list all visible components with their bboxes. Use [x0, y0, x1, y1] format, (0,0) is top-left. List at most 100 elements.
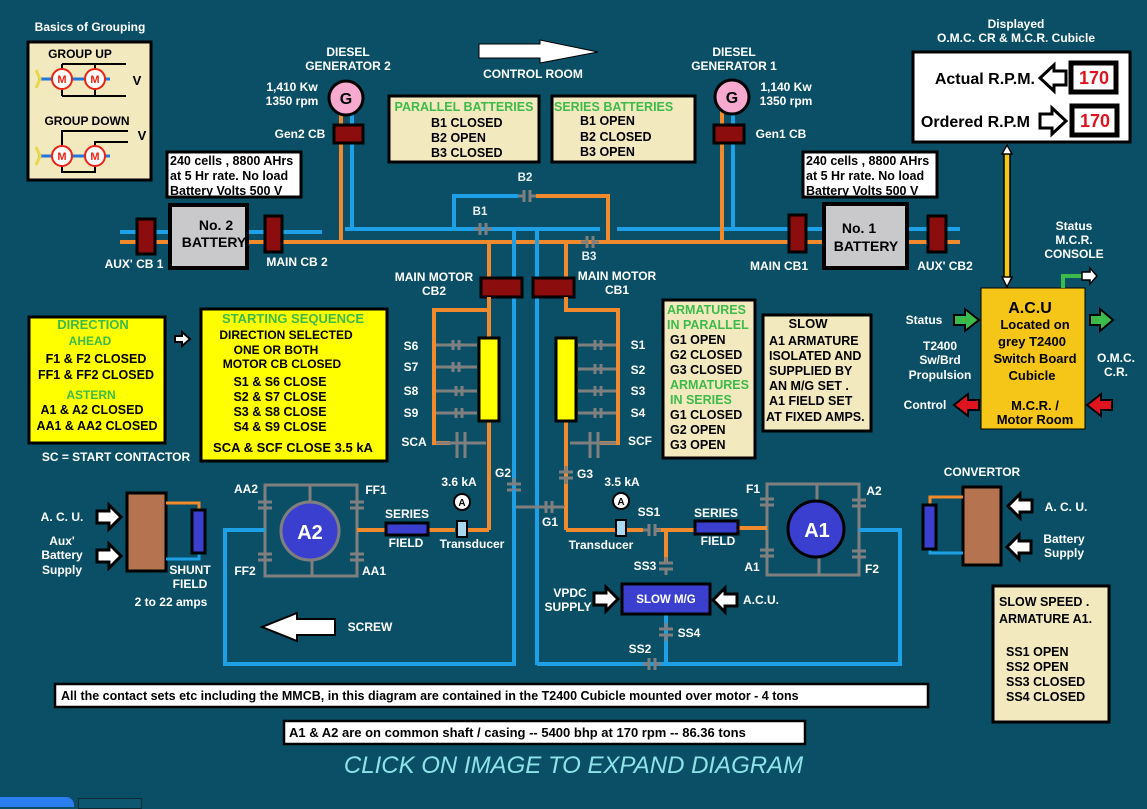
motor-a1[interactable]: A1 — [786, 499, 846, 559]
starting-resistor-left — [477, 336, 501, 423]
svg-text:Battery: Battery — [41, 548, 83, 562]
series-field-a2 — [384, 521, 430, 537]
expand-diagram-link[interactable]: CLICK ON IMAGE TO EXPAND DIAGRAM — [343, 752, 804, 779]
contact-s2[interactable]: S2 — [631, 363, 646, 377]
svg-text:GENERATOR 2: GENERATOR 2 — [305, 59, 391, 73]
contact-s6[interactable]: S6 — [404, 339, 419, 353]
svg-text:FF1 & FF2 CLOSED: FF1 & FF2 CLOSED — [38, 368, 154, 382]
contact-ss1[interactable] — [641, 522, 663, 538]
b2-label: B2 — [518, 172, 533, 184]
main-motor-cb2[interactable] — [479, 276, 524, 299]
svg-text:SLOW M/G: SLOW M/G — [636, 594, 695, 606]
svg-text:SS1 OPEN: SS1 OPEN — [1006, 645, 1069, 659]
contact-s1[interactable]: S1 — [631, 338, 646, 352]
g2-label: G2 — [495, 466, 511, 480]
gen2-circuit-breaker[interactable] — [332, 123, 365, 145]
ammeter-icon — [612, 492, 630, 510]
svg-text:DIRECTION: DIRECTION — [57, 317, 129, 332]
battery-2[interactable]: No. 2 BATTERY — [168, 203, 249, 270]
starting-sequence-box: STARTING SEQUENCE DIRECTION SELECTED ONE… — [199, 307, 389, 463]
screw-direction-arrow-icon — [259, 611, 336, 643]
svg-text:G3 CLOSED: G3 CLOSED — [670, 363, 742, 377]
slow-mg-set[interactable]: SLOW M/G — [620, 582, 712, 616]
battery-1[interactable]: No. 1 BATTERY — [822, 202, 909, 270]
arrow-left-icon — [1037, 61, 1068, 95]
slow-box: SLOW A1 ARMATURE ISOLATED AND SUPPLIED B… — [761, 313, 873, 433]
battery-2-spec: 240 cells , 8800 AHrs at 5 Hr rate. No l… — [165, 150, 303, 199]
bottom-tab-active[interactable] — [0, 797, 74, 807]
control-room-arrow-icon — [478, 39, 599, 64]
omc-cr-label: O.M.C. — [1097, 351, 1135, 365]
diesel-generator-1[interactable]: DIESEL GENERATOR 1 1,140 Kw 1350 rpm G — [691, 45, 812, 116]
svg-text:No. 2: No. 2 — [199, 217, 233, 233]
svg-text:ONE OR BOTH: ONE OR BOTH — [234, 343, 319, 357]
arrow-left-icon — [711, 586, 739, 614]
svg-text:IN SERIES: IN SERIES — [670, 393, 732, 407]
svg-text:M.C.R.: M.C.R. — [1055, 233, 1092, 247]
svg-text:G2 OPEN: G2 OPEN — [670, 423, 726, 437]
main-cb-2-label: MAIN CB 2 — [266, 255, 328, 269]
aux-cb-1[interactable] — [135, 217, 157, 256]
contact-ss3[interactable] — [657, 555, 675, 577]
main-motor-cb1[interactable] — [531, 276, 576, 299]
bus-contact-b2[interactable] — [516, 188, 538, 204]
a1-label: A1 — [744, 560, 760, 574]
starting-bank-left — [432, 297, 501, 530]
svg-text:at 5 Hr rate. No load: at 5 Hr rate. No load — [806, 169, 924, 183]
svg-text:A1 & A2 are on common shaft /: A1 & A2 are on common shaft / casing -- … — [289, 725, 746, 740]
svg-text:B1 OPEN: B1 OPEN — [580, 114, 635, 128]
svg-text:AN M/G SET .: AN M/G SET . — [769, 379, 849, 393]
convertor — [921, 485, 1003, 567]
svg-text:A1 ARMATURE: A1 ARMATURE — [769, 334, 859, 348]
svg-text:G: G — [340, 91, 352, 108]
ordered-rpm-label: Ordered R.P.M — [921, 114, 1030, 131]
control-in-arrow-icon — [1085, 391, 1113, 419]
contact-s8[interactable]: S8 — [404, 384, 419, 398]
contact-s7[interactable]: S7 — [404, 360, 419, 374]
aux-cb-1-label: AUX' CB 1 — [105, 257, 164, 271]
acu-box[interactable]: A.C.U Located on grey T2400 Switch Board… — [980, 287, 1086, 430]
arrow-left-icon — [1005, 533, 1033, 561]
svg-text:240 cells , 8800 AHrs: 240 cells , 8800 AHrs — [806, 154, 929, 168]
contact-s9[interactable]: S9 — [404, 406, 419, 420]
svg-text:SUPPLIED BY: SUPPLIED BY — [769, 364, 853, 378]
svg-text:Battery Volts 500 V: Battery Volts 500 V — [170, 184, 283, 198]
shunt-field-coil — [190, 508, 207, 555]
motor-icon — [51, 145, 73, 167]
svg-text:Battery: Battery — [1043, 532, 1085, 546]
generator-icon — [327, 79, 365, 117]
propeller-icon — [34, 146, 42, 166]
main-cb-2[interactable] — [263, 214, 284, 254]
acu-control-label: Control — [904, 398, 947, 412]
shunt-field-exciter — [125, 491, 207, 573]
svg-text:ARMATURES: ARMATURES — [670, 378, 749, 392]
parallel-batteries-box: PARALLEL BATTERIES B1 CLOSED B2 OPEN B3 … — [387, 94, 541, 164]
arrow-right-icon — [1038, 104, 1069, 138]
svg-text:S2 & S7 CLOSE: S2 & S7 CLOSE — [233, 390, 326, 404]
grouping-title: Basics of Grouping — [35, 20, 146, 34]
aa2-label: AA2 — [234, 482, 258, 496]
contact-sca[interactable]: SCA — [401, 435, 427, 449]
gen1-circuit-breaker[interactable] — [712, 123, 746, 145]
bottom-tab[interactable] — [78, 798, 142, 809]
generator-icon — [713, 78, 751, 116]
motor-a2-circuit — [223, 483, 516, 666]
main-cb-1[interactable] — [787, 213, 808, 254]
diesel-generator-2[interactable]: DIESEL GENERATOR 2 1,410 Kw 1350 rpm G — [266, 45, 391, 117]
contact-scf[interactable]: SCF — [628, 434, 652, 448]
svg-text:Supply: Supply — [42, 563, 82, 577]
actual-rpm-display — [1068, 60, 1119, 95]
aux-cb-2[interactable] — [926, 214, 948, 254]
svg-text:Transducer: Transducer — [440, 537, 505, 551]
arrow-left-icon — [1006, 492, 1034, 520]
svg-text:GENERATOR 1: GENERATOR 1 — [691, 59, 777, 73]
svg-text:BATTERY: BATTERY — [834, 238, 899, 254]
contact-s4[interactable]: S4 — [631, 406, 646, 420]
contact-s3[interactable]: S3 — [631, 384, 646, 398]
motor-a2[interactable]: A2 — [279, 500, 341, 562]
svg-text:M: M — [57, 74, 66, 86]
svg-text:ASTERN: ASTERN — [66, 388, 115, 402]
arrow-right-icon — [95, 542, 123, 570]
gen1-cb-label: Gen1 CB — [756, 127, 807, 141]
